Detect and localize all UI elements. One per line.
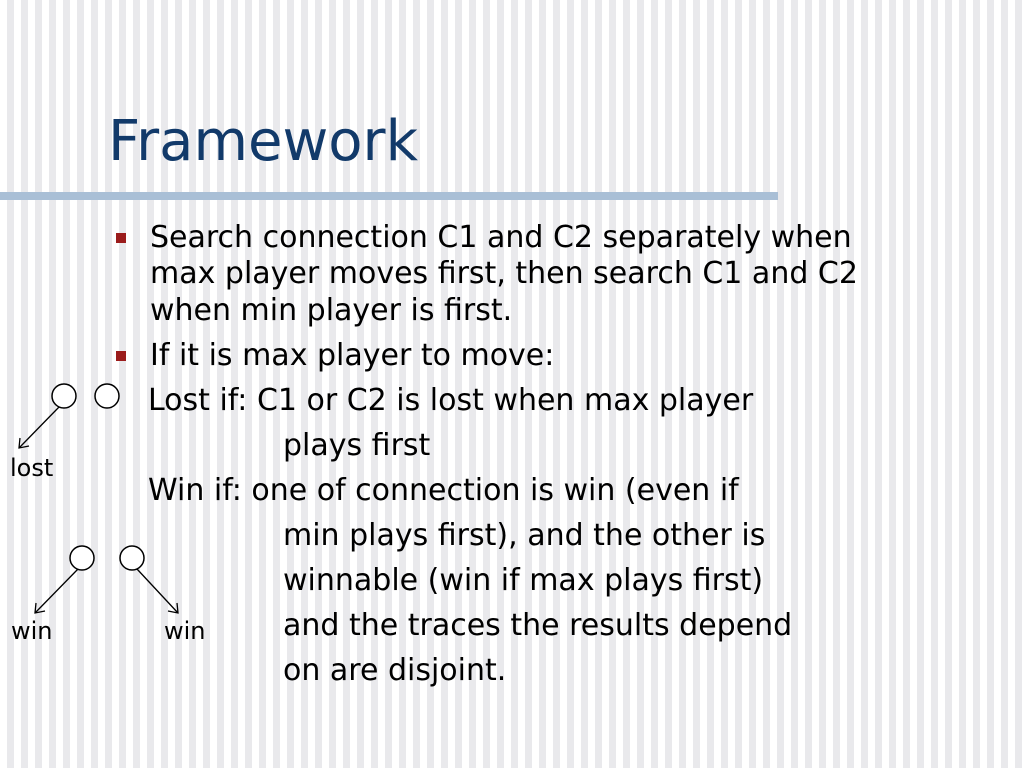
lost-condition-line-2: plays first [283, 428, 431, 463]
bullet-1-line-2: max player moves first, then search C1 a… [150, 256, 858, 291]
win-condition-line-5: on are disjoint. [283, 653, 507, 688]
arrowhead-win-left [34, 602, 46, 614]
win-condition-line-1: Win if: one of connection is win (even i… [148, 473, 739, 508]
win-condition-line-2: min plays first), and the other is [283, 518, 766, 553]
edge-win-left [34, 568, 79, 614]
bullet-1-line-1: Search connection C1 and C2 separately w… [150, 220, 852, 255]
edge-win-right [136, 568, 179, 614]
bullet-1-line-3: when min player is first. [150, 293, 513, 328]
slide-title: Framework [108, 109, 418, 174]
node-c1-win [69, 545, 95, 571]
lost-condition-line-1: Lost if: C1 or C2 is lost when max playe… [148, 383, 754, 418]
edge-lost [18, 405, 61, 449]
win-condition-line-4: and the traces the results depend [283, 608, 793, 643]
arrowhead-lost [18, 437, 30, 449]
bullet-2-line-1: If it is max player to move: [150, 338, 555, 373]
label-lost: lost [10, 454, 54, 482]
bullet-marker [116, 351, 126, 361]
node-c2-win [119, 545, 145, 571]
win-condition-line-3: winnable (win if max plays first) [283, 563, 764, 598]
title-underline [0, 192, 778, 200]
label-win-right: win [164, 617, 206, 645]
node-c1-lost [51, 383, 77, 409]
node-c2-lost [94, 383, 120, 409]
bullet-marker [116, 233, 126, 243]
label-win-left: win [11, 617, 53, 645]
arrowhead-win-right [167, 602, 179, 614]
